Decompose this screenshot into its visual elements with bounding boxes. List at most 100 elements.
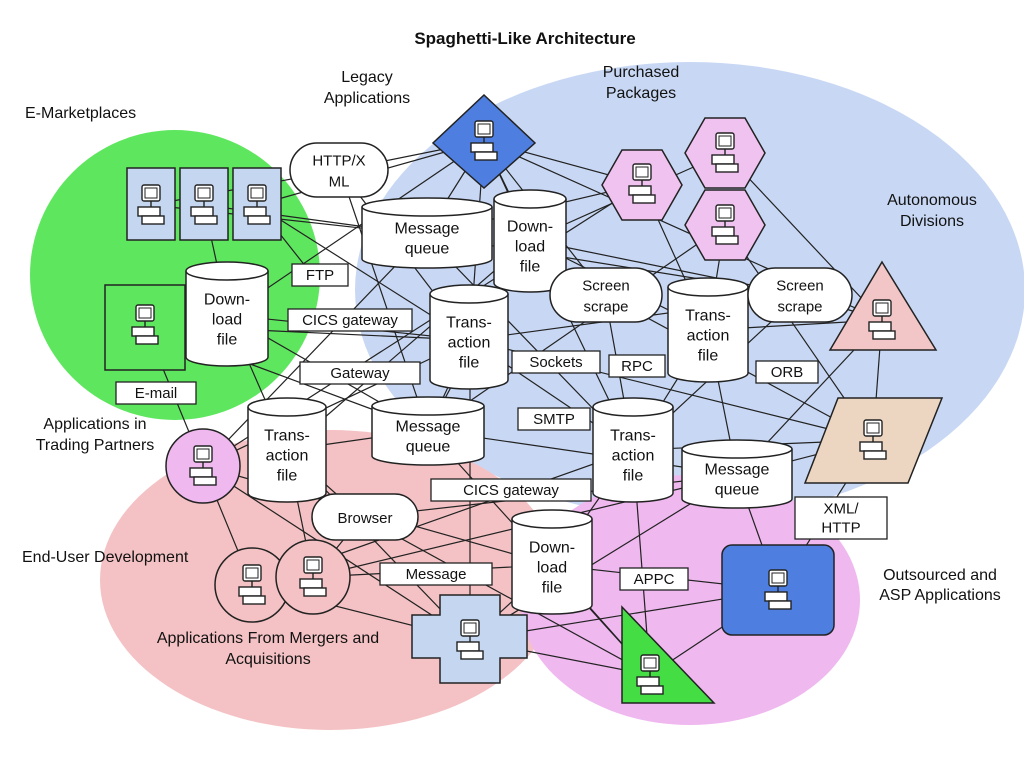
- data-store-label: queue: [405, 241, 450, 258]
- region-label-mergers-1: Applications From Mergers and: [157, 630, 379, 647]
- cics-gateway-label: CICS gateway: [287, 308, 413, 332]
- data-store-label: load: [515, 239, 545, 256]
- outsourced-green-triangle: [621, 605, 716, 704]
- merger-cross: [411, 594, 528, 684]
- protocol-label-text: HTTP: [821, 520, 860, 537]
- data-store-label: file: [542, 580, 563, 597]
- data-store-label: file: [277, 468, 298, 485]
- email-label: E-mail: [115, 381, 197, 405]
- region-label-legacy-1: Legacy: [341, 69, 393, 86]
- diagram-title: Spaghetti-Like Architecture: [414, 29, 635, 48]
- protocol-label-text: FTP: [306, 267, 334, 284]
- bubble-label: HTTP/X: [312, 153, 365, 170]
- protocol-label-text: XML/: [823, 501, 859, 518]
- connection-line: [227, 140, 485, 316]
- http-xml-bubble: HTTP/X ML: [289, 142, 389, 198]
- data-store-label: Trans-: [446, 315, 492, 332]
- trading-partner-circle: [165, 428, 241, 504]
- protocol-label-text: Gateway: [330, 365, 390, 382]
- region-label-outsourced-2: ASP Applications: [879, 587, 1001, 604]
- connection-line: [361, 516, 651, 676]
- bubble-label: scrape: [777, 299, 822, 316]
- autonomous-triangle: [828, 260, 938, 351]
- protocol-label-text: CICS gateway: [302, 312, 398, 329]
- data-store-label: Down-: [529, 540, 575, 557]
- screen-scrape-bubble: Screen scrape: [549, 267, 663, 323]
- smtp-label: SMTP: [517, 407, 591, 431]
- data-store-label: Trans-: [610, 428, 656, 445]
- transaction-file-cylinder: Trans-action file: [667, 277, 749, 383]
- xml-http-label: XML/HTTP: [794, 496, 888, 540]
- cics-gateway-label: CICS gateway: [430, 478, 592, 502]
- screen-scrape-bubble: Screen scrape: [747, 267, 853, 323]
- outsourced-blue-box: [721, 544, 835, 636]
- appc-label: APPC: [619, 567, 689, 591]
- region-label-autonomous-2: Divisions: [900, 213, 964, 230]
- data-store-label: Trans-: [685, 308, 731, 325]
- data-store-label: load: [212, 312, 242, 329]
- protocol-label-text: ORB: [771, 364, 804, 381]
- region-outsourced: [520, 475, 860, 725]
- connection-line: [286, 239, 531, 451]
- ftp-label: FTP: [291, 263, 349, 287]
- data-store-label: file: [520, 259, 541, 276]
- bubble-label: ML: [329, 174, 350, 191]
- bubble-label: Screen: [776, 278, 824, 295]
- message-label: Message: [379, 562, 493, 586]
- rpc-label: RPC: [608, 354, 666, 378]
- download-file-cylinder: Down-load file: [493, 189, 567, 293]
- data-store-label: action: [448, 335, 491, 352]
- data-store-label: Down-: [204, 292, 250, 309]
- protocol-label-text: Message: [406, 566, 467, 583]
- sockets-label: Sockets: [511, 350, 601, 374]
- purchased-hexagons: [601, 117, 766, 261]
- connection-line: [427, 224, 726, 431]
- legacy-diamond: [431, 93, 537, 190]
- connection-line: [724, 152, 883, 321]
- protocol-label-text: CICS gateway: [463, 482, 559, 499]
- data-store-label: Message: [705, 462, 770, 479]
- region-label-e-marketplaces: E-Marketplaces: [25, 105, 136, 122]
- transaction-file-cylinder: Trans-action file: [592, 397, 674, 503]
- gateway-label: Gateway: [299, 361, 421, 385]
- data-store-label: Trans-: [264, 428, 310, 445]
- bubble-label: scrape: [583, 299, 628, 316]
- region-label-purchased-2: Packages: [606, 85, 676, 102]
- data-store-label: queue: [406, 439, 451, 456]
- data-store-label: Down-: [507, 219, 553, 236]
- protocol-label-text: SMTP: [533, 411, 575, 428]
- region-label-purchased-1: Purchased: [603, 64, 680, 81]
- connection-line: [202, 234, 426, 467]
- data-store-label: load: [537, 560, 567, 577]
- region-label-mergers-2: Acquisitions: [225, 651, 310, 668]
- data-store-label: action: [612, 448, 655, 465]
- browser-bubble: Browser: [311, 493, 419, 541]
- data-store-label: file: [217, 332, 238, 349]
- data-store-label: file: [698, 348, 719, 365]
- message-queue-cylinder: Message queue: [361, 197, 493, 269]
- connection-line: [339, 169, 429, 431]
- data-store-label: Message: [395, 221, 460, 238]
- data-store-label: file: [623, 468, 644, 485]
- data-stores: MessagequeueDown-loadfileDown-loadfileTr…: [185, 189, 793, 615]
- bubble-label: Screen: [582, 278, 630, 295]
- autonomous-parallelogram: [803, 397, 944, 484]
- protocol-label-text: Sockets: [529, 354, 582, 371]
- region-label-trading-1: Applications in: [43, 416, 146, 433]
- data-store-label: action: [266, 448, 309, 465]
- region-label-legacy-2: Applications: [324, 90, 410, 107]
- region-label-autonomous-1: Autonomous: [887, 192, 977, 209]
- orb-label: ORB: [755, 360, 819, 384]
- protocol-label-text: APPC: [634, 571, 675, 588]
- download-file-cylinder: Down-load file: [185, 261, 269, 367]
- download-file-cylinder: Down-load file: [511, 509, 593, 615]
- region-label-outsourced-1: Outsourced and: [883, 567, 997, 584]
- region-label-trading-2: Trading Partners: [36, 437, 155, 454]
- data-store-label: action: [687, 328, 730, 345]
- end-user-circles: [214, 539, 351, 623]
